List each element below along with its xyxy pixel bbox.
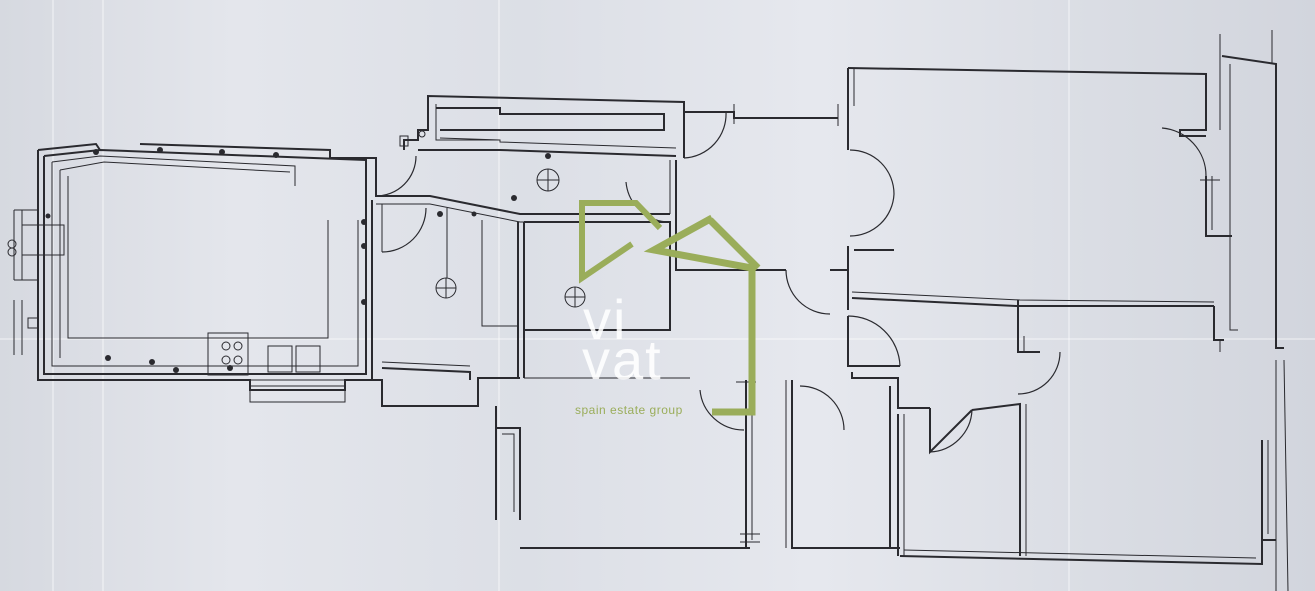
paper-fold	[52, 0, 54, 591]
brand-logo-mark	[579, 200, 761, 416]
right-wing	[1161, 30, 1289, 591]
paper-fold	[102, 0, 104, 591]
hall-area	[362, 155, 670, 407]
paper-fold	[498, 0, 500, 591]
utility-bump	[399, 94, 685, 192]
left-room	[7, 142, 373, 403]
logo-wordmark-line2: vat	[582, 328, 663, 391]
paper-fold	[0, 338, 1315, 340]
logo-tagline: spain estate group	[575, 403, 683, 417]
logo-wordmark-line1: vi	[583, 288, 628, 351]
central-corridor	[683, 67, 1263, 566]
paper-fold	[1068, 0, 1070, 591]
